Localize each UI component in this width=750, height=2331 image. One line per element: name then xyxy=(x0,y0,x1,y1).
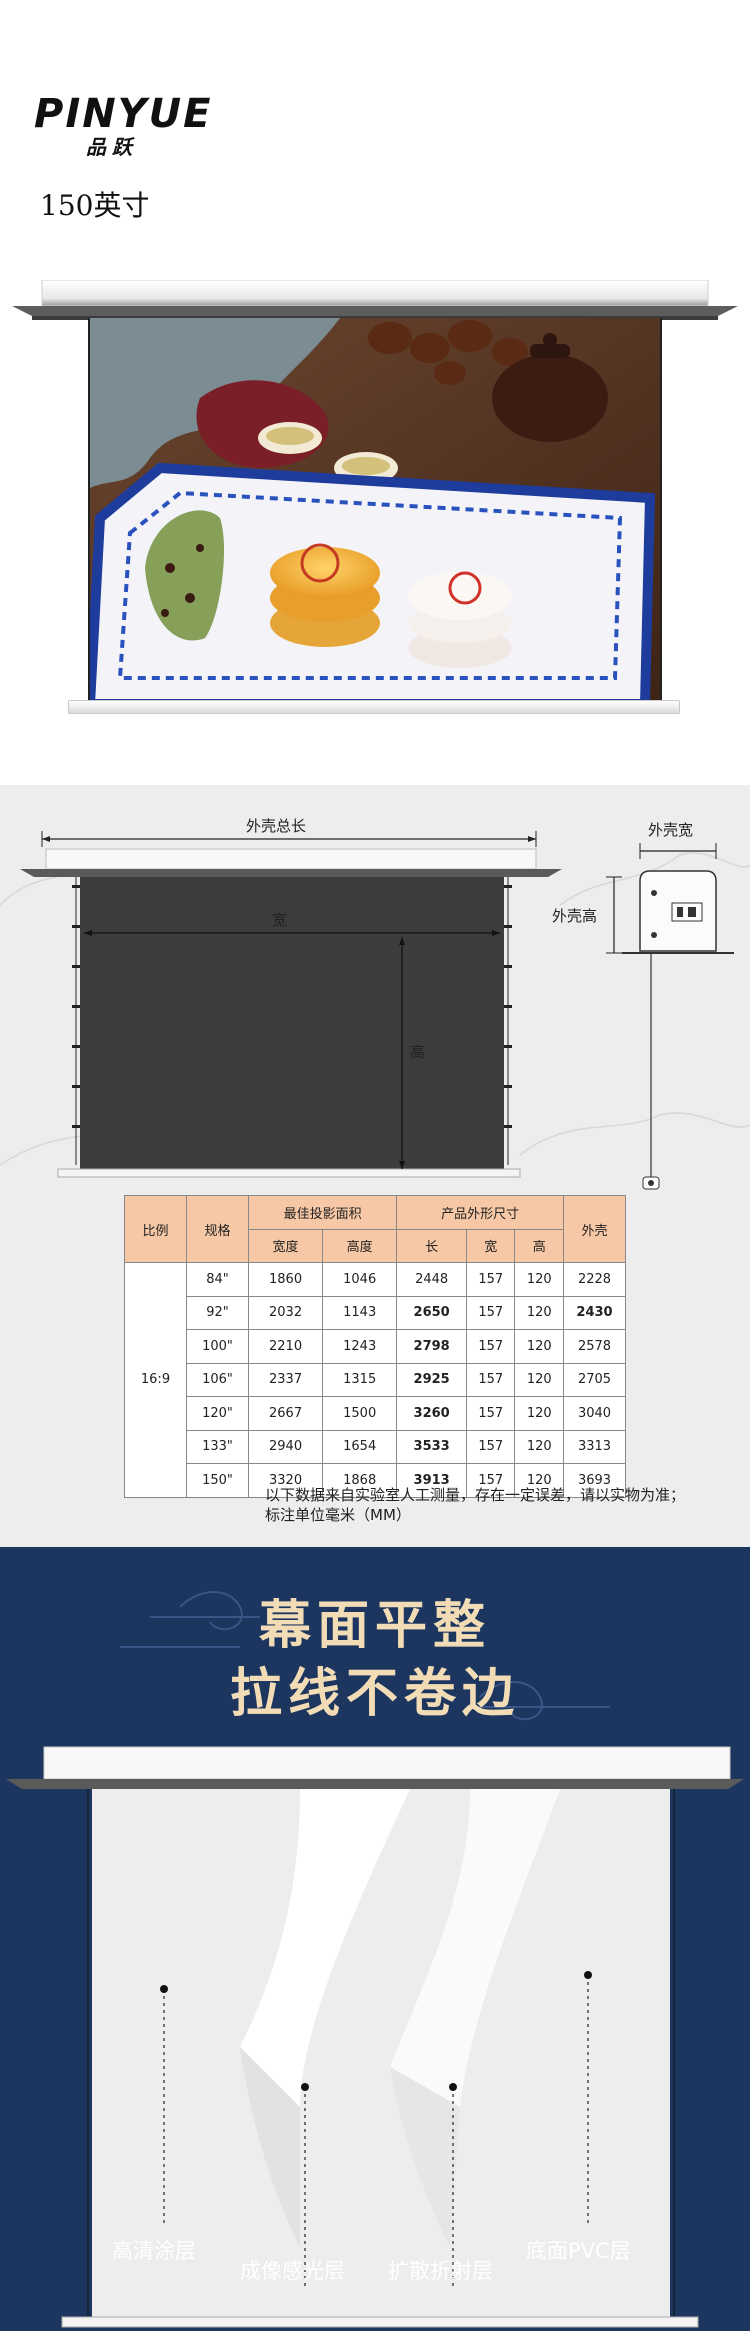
note-line-2: 标注单位毫米（MM） xyxy=(265,1506,411,1524)
shell-cell: 2430 xyxy=(563,1295,626,1330)
area-width-cell: 2337 xyxy=(247,1362,324,1397)
product-size-label: 150英寸 xyxy=(40,189,150,222)
col-area-height: 高度 xyxy=(322,1228,398,1263)
outer-width-label: 外壳宽 xyxy=(648,821,694,839)
layer-label-diffusion: 扩散折射层 xyxy=(388,2259,493,2283)
width-cell: 157 xyxy=(466,1295,516,1330)
screen-layers-section: 幕面平整 拉线不卷边 高清涂层 成像感光层 扩散折射层 底面PVC层 xyxy=(0,1547,750,2331)
screen-weight-bar xyxy=(68,700,680,714)
height-cell: 120 xyxy=(514,1362,564,1397)
spec-table: 比例 规格 最佳投影面积 产品外形尺寸 外壳 宽度 高度 长 宽 高 16:9 … xyxy=(124,1195,626,1498)
area-width-cell: 2667 xyxy=(247,1396,324,1431)
measurement-note: 以下数据来自实验室人工测量，存在一定误差，请以实物为准； 标注单位毫米（MM） xyxy=(265,1485,685,1525)
col-ratio: 比例 xyxy=(124,1195,187,1263)
area-width-cell: 2940 xyxy=(247,1429,324,1464)
area-height-cell: 1868 xyxy=(322,1463,398,1498)
outer-total-length-label: 外壳总长 xyxy=(246,817,307,835)
layer-label-hd-coating: 高清涂层 xyxy=(112,2239,196,2263)
screen-width-label: 宽 xyxy=(272,911,288,929)
table-row: 92" 2032 1143 2650 157 120 2430 xyxy=(125,1295,626,1330)
logo-wordmark: PINYUE xyxy=(34,91,213,137)
length-cell: 3533 xyxy=(396,1429,468,1464)
spec-cell: 133" xyxy=(186,1429,249,1464)
col-spec: 规格 xyxy=(186,1195,249,1263)
shell-cell: 2705 xyxy=(563,1362,626,1397)
area-height-cell: 1243 xyxy=(322,1329,398,1364)
area-width-cell: 2032 xyxy=(247,1295,324,1330)
area-height-cell: 1654 xyxy=(322,1429,398,1464)
area-height-cell: 1046 xyxy=(322,1262,398,1297)
shell-cell: 3693 xyxy=(563,1463,626,1498)
spec-cell: 92" xyxy=(186,1295,249,1330)
ratio-cell: 16:9 xyxy=(124,1262,187,1498)
shell-cell: 3040 xyxy=(563,1396,626,1431)
height-cell: 120 xyxy=(514,1429,564,1464)
col-product-size: 产品外形尺寸 xyxy=(396,1195,564,1230)
length-cell: 2925 xyxy=(396,1362,468,1397)
dimension-diagram xyxy=(0,831,750,1190)
length-cell: 2798 xyxy=(396,1329,468,1364)
screen-housing xyxy=(12,280,738,320)
height-cell: 120 xyxy=(514,1295,564,1330)
area-width-cell: 2210 xyxy=(247,1329,324,1364)
col-height: 高 xyxy=(514,1228,564,1263)
table-row: 16:9 84" 1860 1046 2448 157 120 2228 xyxy=(124,1262,626,1498)
outer-height-label: 外壳高 xyxy=(552,907,598,925)
area-width-cell: 1860 xyxy=(247,1262,324,1297)
height-cell: 120 xyxy=(514,1396,564,1431)
shell-cell: 3313 xyxy=(563,1429,626,1464)
area-height-cell: 1143 xyxy=(322,1295,398,1330)
table-header-row: 比例 规格 最佳投影面积 产品外形尺寸 外壳 xyxy=(124,1195,626,1263)
width-cell: 157 xyxy=(466,1362,516,1397)
table-row: 106" 2337 1315 2925 157 120 2705 xyxy=(125,1362,626,1397)
table-row: 150" 3320 1868 3913 157 120 3693 xyxy=(125,1463,626,1498)
height-cell: 120 xyxy=(514,1262,564,1297)
table-row: 100" 2210 1243 2798 157 120 2578 xyxy=(125,1329,626,1364)
col-best-area: 最佳投影面积 xyxy=(247,1195,398,1230)
spec-cell: 106" xyxy=(186,1362,249,1397)
note-line-1: 以下数据来自实验室人工测量，存在一定误差，请以实物为准； xyxy=(265,1486,686,1504)
col-width: 宽 xyxy=(466,1228,516,1263)
logo-chinese: 品跃 xyxy=(86,135,138,159)
feature-title-line-2: 拉线不卷边 xyxy=(229,1663,520,1724)
width-cell: 157 xyxy=(466,1262,516,1297)
spec-cell: 100" xyxy=(186,1329,249,1364)
width-cell: 157 xyxy=(466,1463,516,1498)
table-row: 120" 2667 1500 3260 157 120 3040 xyxy=(125,1396,626,1431)
spec-cell: 150" xyxy=(186,1463,249,1498)
area-height-cell: 1315 xyxy=(322,1362,398,1397)
product-hero-section: PINYUE 品跃 150英寸 xyxy=(0,0,750,785)
projected-image xyxy=(88,318,662,704)
shell-cell: 2578 xyxy=(563,1329,626,1364)
screen-height-label: 高 xyxy=(410,1043,426,1061)
col-area-width: 宽度 xyxy=(247,1228,324,1263)
length-cell: 2448 xyxy=(396,1262,468,1297)
length-cell: 3913 xyxy=(396,1463,468,1498)
length-cell: 3260 xyxy=(396,1396,468,1431)
col-length: 长 xyxy=(396,1228,468,1263)
layers-illustration xyxy=(6,1591,744,2328)
col-shell: 外壳 xyxy=(563,1195,626,1263)
length-cell: 2650 xyxy=(396,1295,468,1330)
table-subheader-row: 宽度 高度 长 宽 高 xyxy=(125,1228,626,1263)
height-cell: 120 xyxy=(514,1463,564,1498)
feature-title-line-1: 幕面平整 xyxy=(258,1595,491,1656)
area-width-cell: 3320 xyxy=(247,1463,324,1498)
dimension-section: 外壳总长 外壳宽 外壳高 宽 高 比例 规格 最佳投影面积 产品外形尺寸 外壳 … xyxy=(0,785,750,1547)
area-height-cell: 1500 xyxy=(322,1396,398,1431)
brand-logo: PINYUE 品跃 xyxy=(34,92,214,158)
table-row: 133" 2940 1654 3533 157 120 3313 xyxy=(125,1429,626,1464)
width-cell: 157 xyxy=(466,1396,516,1431)
height-cell: 120 xyxy=(514,1329,564,1364)
spec-cell: 84" xyxy=(186,1262,249,1297)
shell-cell: 2228 xyxy=(563,1262,626,1297)
width-cell: 157 xyxy=(466,1429,516,1464)
layer-label-pvc-base: 底面PVC层 xyxy=(526,2239,631,2263)
layer-label-imaging: 成像感光层 xyxy=(240,2259,345,2283)
width-cell: 157 xyxy=(466,1329,516,1364)
spec-cell: 120" xyxy=(186,1396,249,1431)
